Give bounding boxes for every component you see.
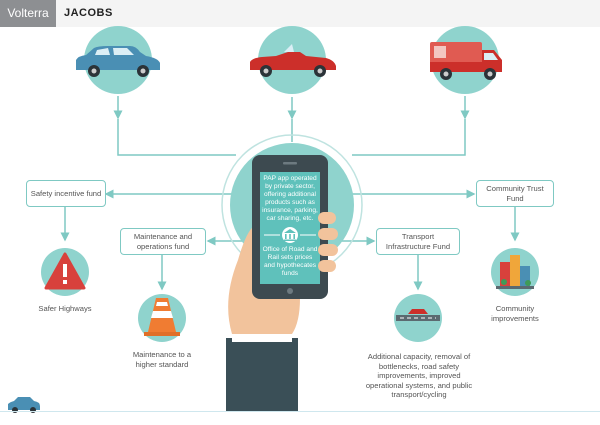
phone-text-regulator: Office of Road and Rail sets prices and … bbox=[262, 246, 318, 277]
fund-box-safety: Safety incentive fund bbox=[26, 180, 106, 207]
road-icon bbox=[394, 294, 442, 342]
fund-box-community: Community Trust Fund bbox=[476, 180, 554, 207]
outcome-safety: Safer Highways bbox=[38, 304, 92, 313]
outcome-community: Community improvements bbox=[491, 304, 539, 323]
government-building-icon bbox=[282, 227, 298, 243]
fund-box-maintenance: Maintenance and operations fund bbox=[120, 228, 206, 255]
phone-text-app: PAP app operated by private sector, offe… bbox=[262, 175, 318, 222]
sleeve bbox=[226, 338, 298, 412]
brand-logo-jacobs: JACOBS bbox=[64, 7, 113, 19]
vehicle-connectors bbox=[113, 96, 470, 156]
community-buildings-icon bbox=[491, 248, 539, 296]
fund-box-transport: Transport Infrastructure Fund bbox=[376, 228, 460, 255]
red-convertible-icon bbox=[250, 44, 336, 77]
footer-rule bbox=[0, 411, 600, 412]
header-bar bbox=[0, 0, 600, 27]
outcome-maintenance: Maintenance to a higher standard bbox=[132, 350, 192, 369]
traffic-cone-icon bbox=[138, 294, 186, 342]
red-truck-icon bbox=[430, 42, 502, 80]
brand-logo-volterra: Volterra bbox=[0, 0, 56, 27]
outcome-transport: Additional capacity, removal of bottlene… bbox=[365, 352, 473, 399]
blue-car-icon bbox=[76, 46, 160, 77]
hand-holding-phone bbox=[226, 155, 338, 412]
cuff bbox=[232, 332, 292, 342]
fund-connectors bbox=[60, 189, 520, 291]
warning-sign-icon bbox=[41, 248, 89, 296]
